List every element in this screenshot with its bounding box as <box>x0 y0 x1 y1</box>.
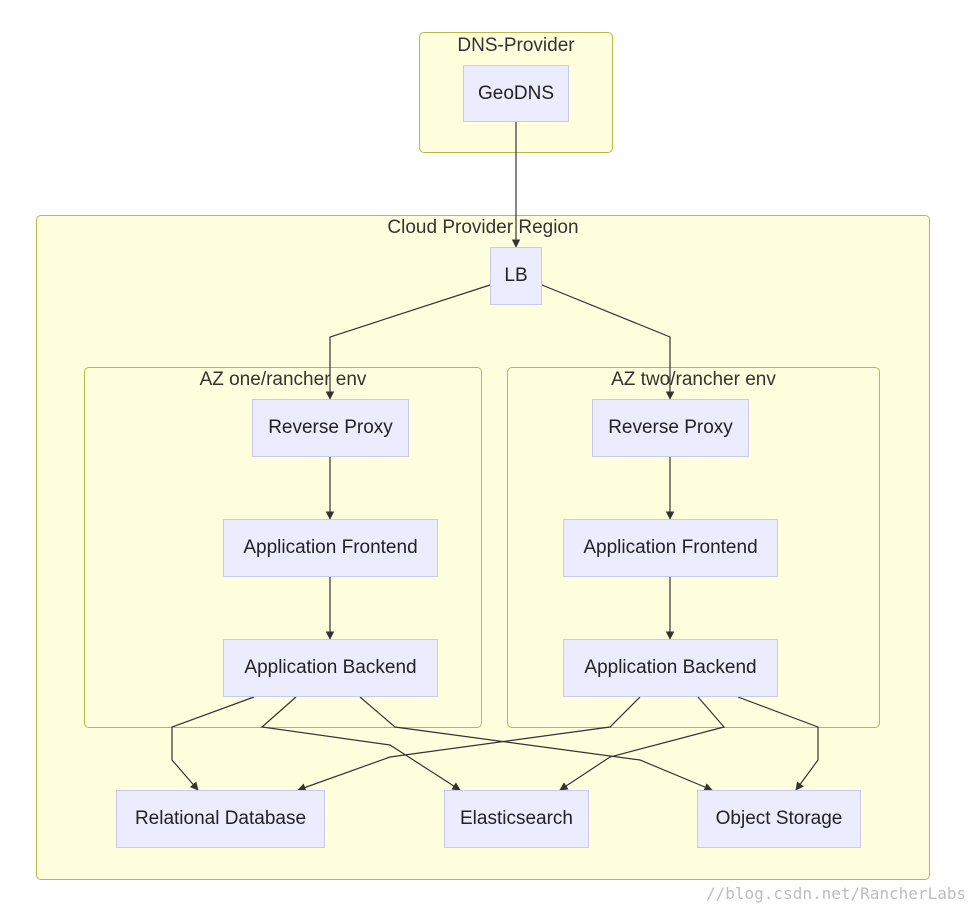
dns-provider-title: DNS-Provider <box>457 35 575 56</box>
geodns-node[interactable]: GeoDNS <box>463 65 569 122</box>
application-backend-node-az-two[interactable]: Application Backend <box>563 639 778 697</box>
reverse-proxy-node-az-two[interactable]: Reverse Proxy <box>592 399 749 457</box>
cloud-provider-region-title: Cloud Provider Region <box>387 217 579 238</box>
object-storage-node[interactable]: Object Storage <box>697 790 861 848</box>
relational-database-node[interactable]: Relational Database <box>116 790 325 848</box>
application-frontend-node-az-two[interactable]: Application Frontend <box>563 519 778 577</box>
az-one-title: AZ one/rancher env <box>199 369 367 390</box>
watermark: //blog.csdn.net/RancherLabs <box>706 884 967 903</box>
lb-node[interactable]: LB <box>490 247 542 305</box>
elasticsearch-node[interactable]: Elasticsearch <box>444 790 589 848</box>
reverse-proxy-node-az-one[interactable]: Reverse Proxy <box>252 399 409 457</box>
application-backend-node-az-one[interactable]: Application Backend <box>223 639 438 697</box>
az-two-title: AZ two/rancher env <box>611 369 776 390</box>
application-frontend-node-az-one[interactable]: Application Frontend <box>223 519 438 577</box>
